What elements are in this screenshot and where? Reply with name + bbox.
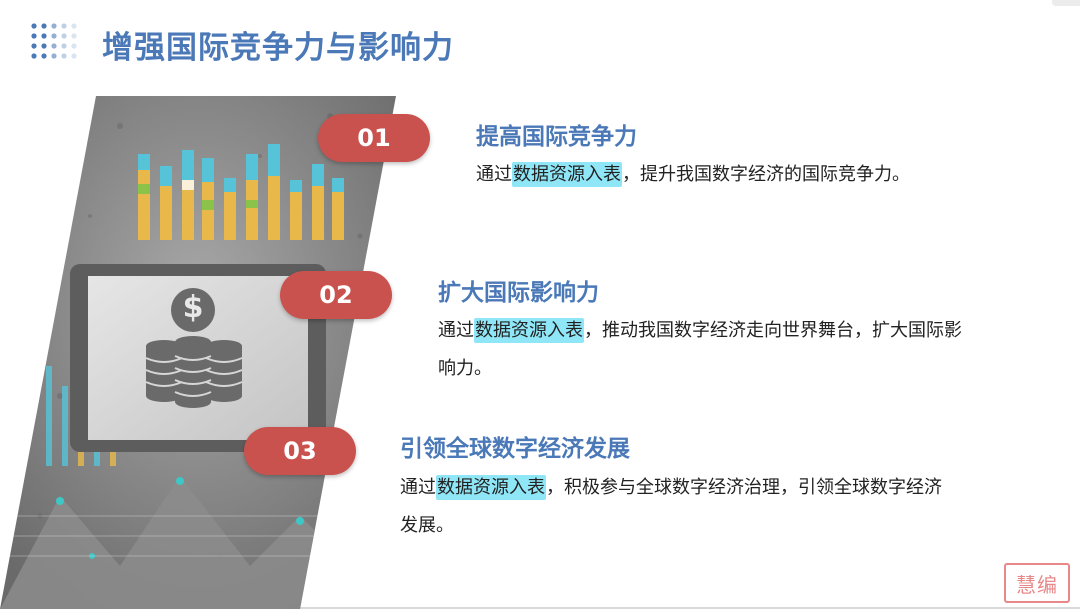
item-body-text: ，积极参与全球数字经济治理，引领全球数字经济发展。 [400, 477, 942, 536]
item-body-highlight: 数据资源入表 [512, 162, 622, 187]
stamp-text: 慧编 [1016, 572, 1058, 597]
item-number-badge: 01 [318, 114, 430, 162]
slide-title: 增强国际竞争力与影响力 [102, 30, 454, 66]
item-body: 通过数据资源入表，推动我国数字经济走向世界舞台，扩大国际影响力。 [438, 312, 978, 388]
item-title: 引领全球数字经济发展 [400, 436, 630, 462]
item-number-badge: 03 [244, 427, 356, 475]
item-body: 通过数据资源入表，积极参与全球数字经济治理，引领全球数字经济发展。 [400, 469, 948, 545]
item-body-text: 通过 [400, 477, 436, 498]
item-body-text: 通过 [476, 164, 512, 185]
item-body-text: 通过 [438, 320, 474, 341]
item-body-highlight: 数据资源入表 [474, 318, 584, 343]
item-title: 扩大国际影响力 [438, 280, 599, 306]
item-number-badge: 02 [280, 271, 392, 319]
dollar-symbol: $ [182, 290, 204, 325]
dollar-coins-icon [145, 288, 243, 408]
seal-stamp-icon: 慧编 [1004, 563, 1070, 603]
item-body-text: ，推动我国数字经济走向世界舞台，扩大国际影响力。 [438, 320, 962, 379]
item-body-highlight: 数据资源入表 [436, 475, 546, 500]
hero-image [0, 96, 396, 609]
item-body: 通过数据资源入表，提升我国数字经济的国际竞争力。 [476, 156, 1036, 194]
item-body-text: ，提升我国数字经济的国际竞争力。 [622, 164, 910, 185]
item-title: 提高国际竞争力 [476, 124, 637, 150]
corner-mark [1052, 0, 1080, 6]
dot-grid-icon [31, 23, 77, 59]
